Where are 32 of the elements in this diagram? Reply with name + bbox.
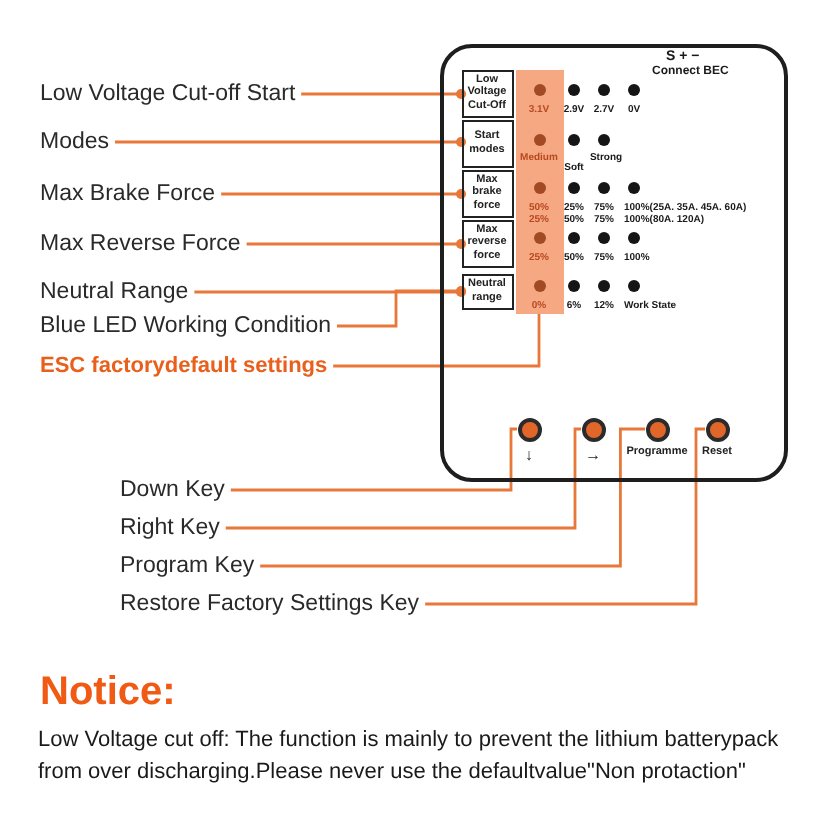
program-card xyxy=(440,44,788,482)
leader-line xyxy=(260,427,645,568)
key-button xyxy=(645,417,669,441)
key-label: → xyxy=(585,445,601,463)
default-column xyxy=(515,69,563,313)
callout-label: Restore Factory Settings Key xyxy=(120,590,420,618)
callout-label: Max Brake Force xyxy=(40,180,216,208)
notice-heading: Notice: xyxy=(40,668,176,716)
leader-line xyxy=(337,286,466,328)
key-label: ↓ xyxy=(525,445,533,463)
callout-label: Low Voltage Cut-off Start xyxy=(40,80,296,108)
notice-text: Low Voltage cut off: The function is mainly to prevent the lithium batterypack from over discharging.Please never use the defaultvalue"Non protaction" xyxy=(38,726,781,788)
callout-label: ESC factorydefault settings xyxy=(40,352,328,380)
leader-line xyxy=(115,137,466,147)
leader-line xyxy=(301,89,466,99)
callout-label: Right Key xyxy=(120,514,220,542)
leader-line xyxy=(425,427,705,606)
leader-line xyxy=(333,313,541,368)
leader-line xyxy=(221,189,466,199)
leader-line xyxy=(194,287,466,297)
callout-label: Program Key xyxy=(120,552,255,580)
leader-line xyxy=(246,239,466,249)
key-button xyxy=(581,417,605,441)
callout-label: Modes xyxy=(40,128,110,156)
leader-line xyxy=(230,427,517,492)
callout-label: Max Reverse Force xyxy=(40,230,241,258)
key-button xyxy=(705,417,729,441)
key-button xyxy=(517,417,541,441)
callout-label: Down Key xyxy=(120,476,225,504)
leader-line xyxy=(225,427,581,530)
callout-label: Neutral Range xyxy=(40,278,189,306)
callout-label: Blue LED Working Condition xyxy=(40,312,332,340)
